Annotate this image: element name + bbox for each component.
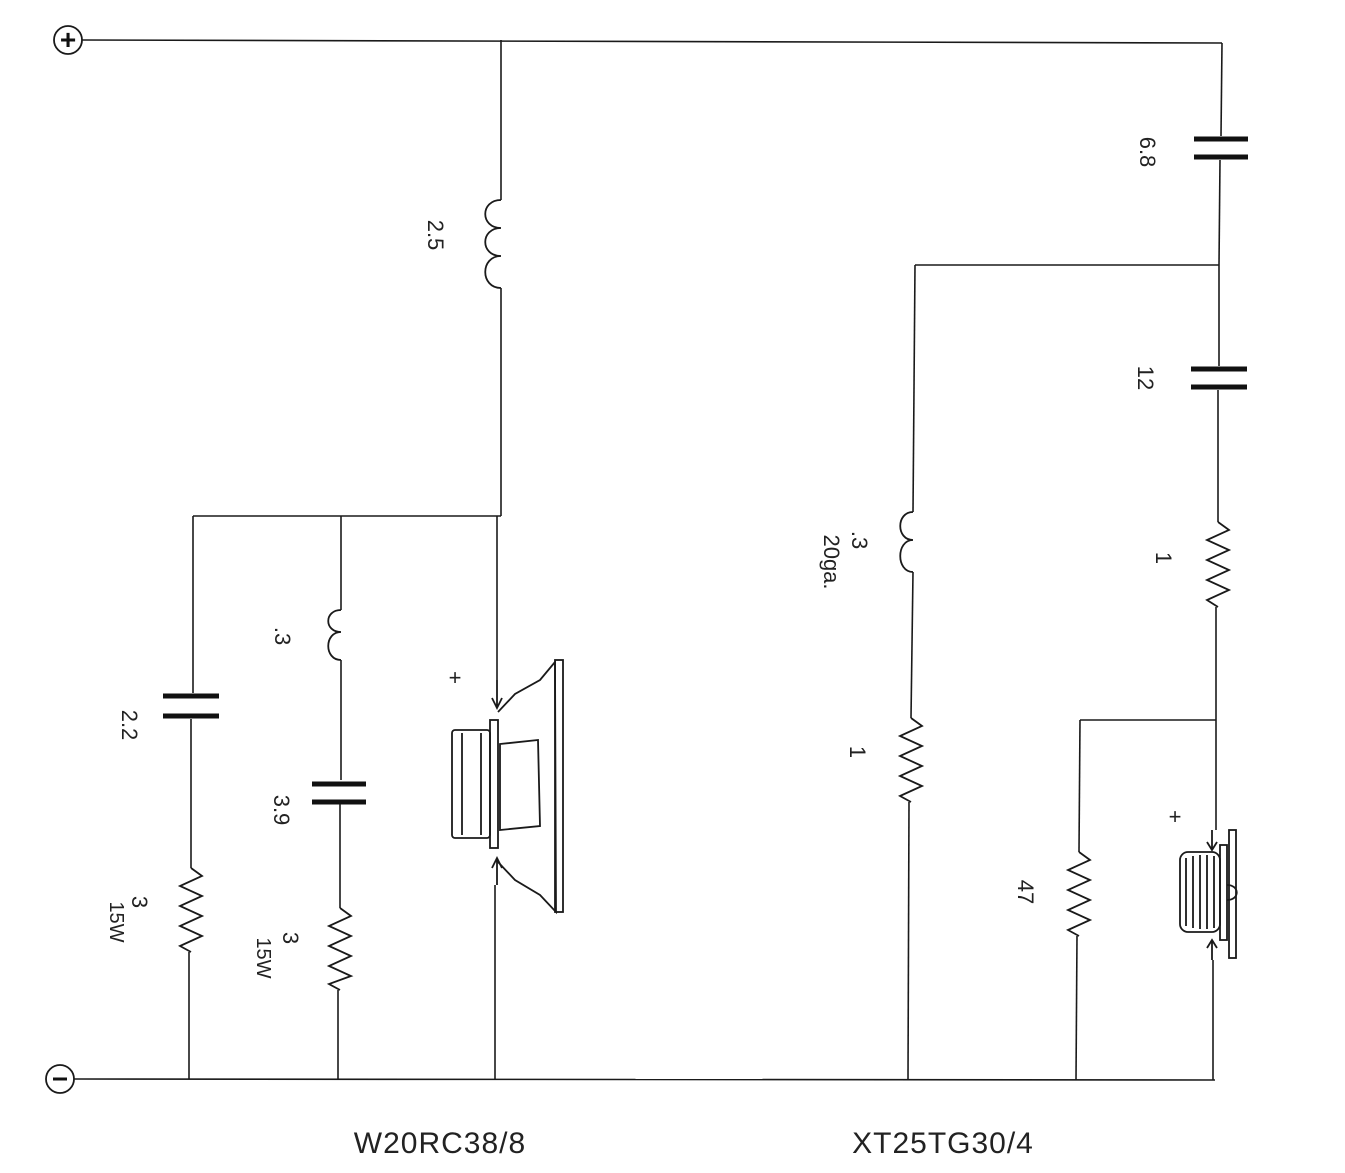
resistor-47 [1065,851,1093,937]
positive-rail [81,39,1223,44]
woofer-model-label: W20RC38/8 [354,1127,526,1160]
resistor-47-label: 47 [1013,880,1038,904]
resistor-1-shunt-label: 1 [845,746,870,758]
tweeter-polarity-mark: + [1169,804,1182,829]
resistor-a-power-label: 15W [105,901,127,942]
negative-terminal [45,1064,75,1094]
tweeter-speaker-icon [1179,829,1238,960]
capacitor-2-2-label: 2.2 [117,710,142,741]
resistor-a-value-label: 3 [127,896,152,908]
tweeter-model-label: XT25TG30/4 [852,1127,1034,1160]
resistor-3-15w-b [326,907,354,991]
resistor-1-series [1204,521,1232,608]
inductor-2-5 [484,199,502,289]
capacitor-2-2 [163,693,219,719]
inductor-0-3-woofer [327,609,342,661]
negative-rail [73,1078,1216,1081]
inductor-0-3-tweeter [899,511,914,573]
woofer-speaker-icon [451,659,564,915]
capacitor-12-label: 12 [1133,366,1158,390]
resistor-b-power-label: 15W [252,937,274,978]
capacitor-6-8-label: 6.8 [1135,137,1160,168]
positive-terminal: + [53,24,83,55]
positive-terminal-symbol: + [60,24,76,55]
resistor-1-series-label: 1 [1151,552,1176,564]
resistor-1-shunt [897,717,925,803]
capacitor-3-9 [312,781,366,805]
capacitor-6-8 [1194,136,1248,160]
woofer-polarity-mark: + [449,665,462,690]
capacitor-3-9-label: 3.9 [269,795,294,826]
inductor-0-3-tweeter-value-label: .3 [847,531,872,549]
resistor-b-value-label: 3 [278,932,303,944]
inductor-0-3-woofer-label: .3 [270,627,295,645]
inductor-0-3-tweeter-gauge-label: 20ga. [819,534,844,589]
resistor-3-15w-a [177,867,205,953]
inductor-2-5-label: 2.5 [423,220,448,251]
capacitor-12 [1191,366,1247,390]
